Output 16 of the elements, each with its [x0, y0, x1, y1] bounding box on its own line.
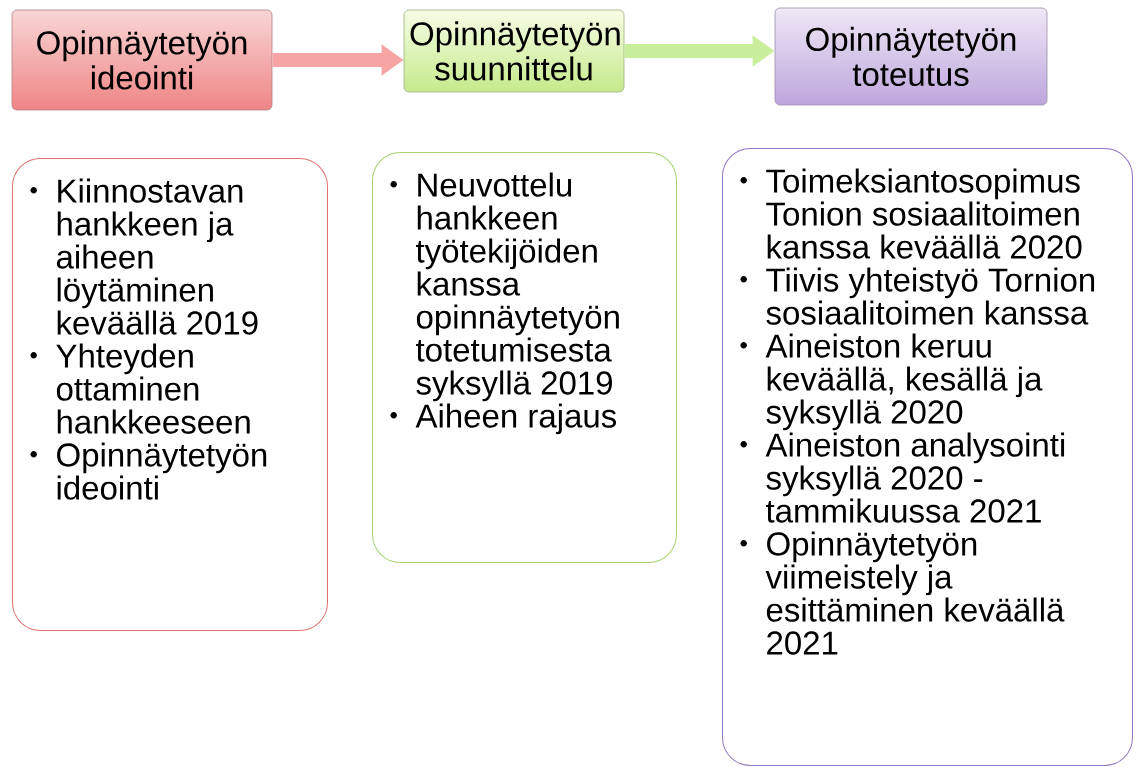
stage-box: Opinnäytetyön toteutus [774, 7, 1048, 106]
stage-box: Opinnäytetyön suunnittelu [403, 9, 625, 93]
bullet-item: Aineiston analysointi syksyllä 2020 - tammikuussa 2021 [765, 432, 1065, 523]
stage-box: Opinnäytetyön ideointi [11, 9, 273, 111]
bullet-item: Kiinnostavan hankkeen ja aiheen löytäminen keväällä 2019 [56, 178, 258, 335]
bullet-item: Yhteyden ottaminen hankkeeseen [56, 343, 250, 434]
list-box [372, 152, 677, 563]
bullet-item: Aineiston keruu keväällä, kesällä ja syksyllä 2020 [765, 333, 1043, 431]
bullet-item: Tiivis yhteistyö Tornion sosiaalitoimen kanssa [766, 267, 1095, 325]
bullet-item: Neuvottelu hankkeen työtekijöiden kanssa opinnäytetyön totetumisesta syksyllä 2019 [416, 172, 619, 402]
bullet-item: Aiheen rajaus [415, 403, 617, 435]
list-box [722, 148, 1133, 766]
bullet-item: Opinnäytetyön ideointi [57, 442, 267, 500]
bullet-item: Toimeksiantosopimus Tonion sosiaalitoimen kanssa keväällä 2020 [766, 168, 1082, 259]
bullet-item: Opinnäytetyön viimeistely ja esittäminen keväällä 2021 [765, 531, 1065, 655]
list-box [12, 158, 328, 631]
